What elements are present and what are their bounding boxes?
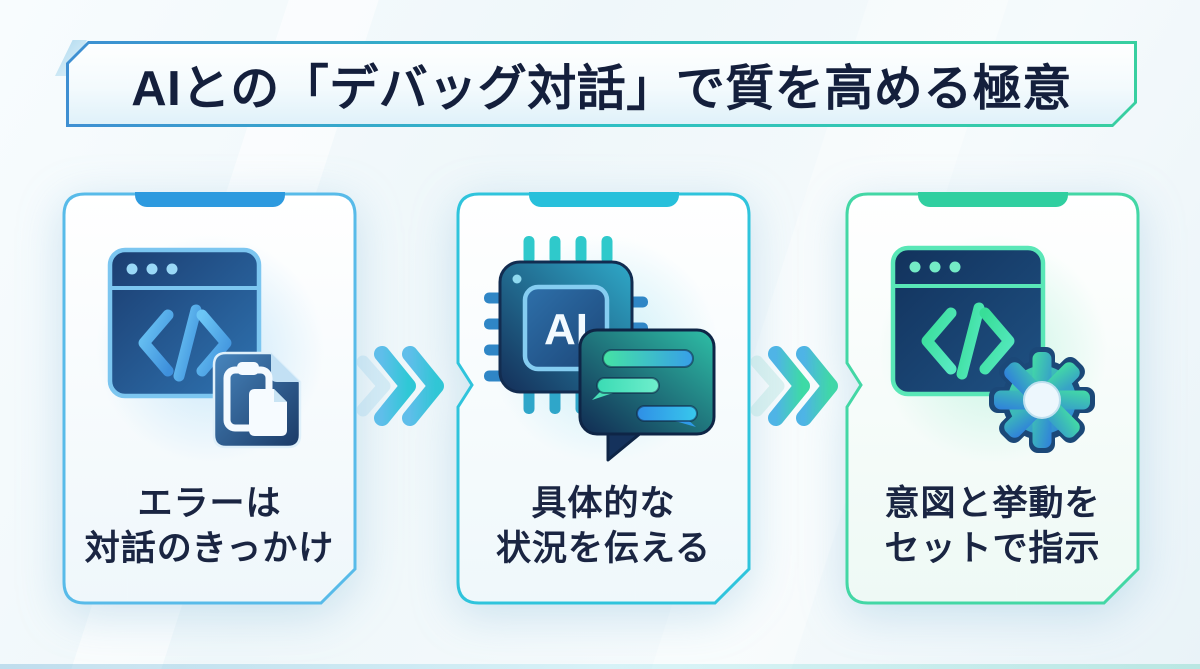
ai-chip-chat-icon: AI (484, 234, 719, 467)
code-window-clipboard-icon (107, 247, 312, 462)
caption-line-1: 意図と挙動を (884, 484, 1101, 523)
card-top-notch (528, 192, 679, 207)
card-caption: エラーは 対話のきっかけ (62, 481, 357, 571)
card-caption: 意図と挙動を セットで指示 (845, 481, 1140, 571)
card-convey-specific-context: AI 具体的な 状況を伝える (456, 192, 751, 605)
code-window-gear-icon (890, 245, 1100, 465)
caption-line-1: 具体的な (531, 484, 676, 523)
caption-line-2: 対話のきっかけ (84, 529, 335, 568)
card-error-is-trigger: エラーは 対話のきっかけ (62, 192, 357, 605)
title-banner: AIとの「デバッグ対話」で質を高める極意 (66, 41, 1137, 127)
card-instruct-intent-behavior: 意図と挙動を セットで指示 (845, 192, 1140, 605)
card-top-notch (134, 192, 285, 207)
caption-line-2: セットで指示 (884, 529, 1101, 568)
card-top-notch (917, 192, 1068, 207)
caption-line-2: 状況を伝える (496, 529, 711, 568)
page-title: AIとの「デバッグ対話」で質を高める極意 (131, 61, 1072, 116)
bottom-accent-bar (0, 664, 1200, 669)
caption-line-1: エラーは (137, 484, 282, 523)
chevron-arrow-icon (357, 346, 444, 426)
chevron-arrow-icon (751, 346, 838, 426)
card-caption: 具体的な 状況を伝える (456, 481, 751, 571)
title-banner-inner: AIとの「デバッグ対話」で質を高める極意 (69, 44, 1134, 124)
